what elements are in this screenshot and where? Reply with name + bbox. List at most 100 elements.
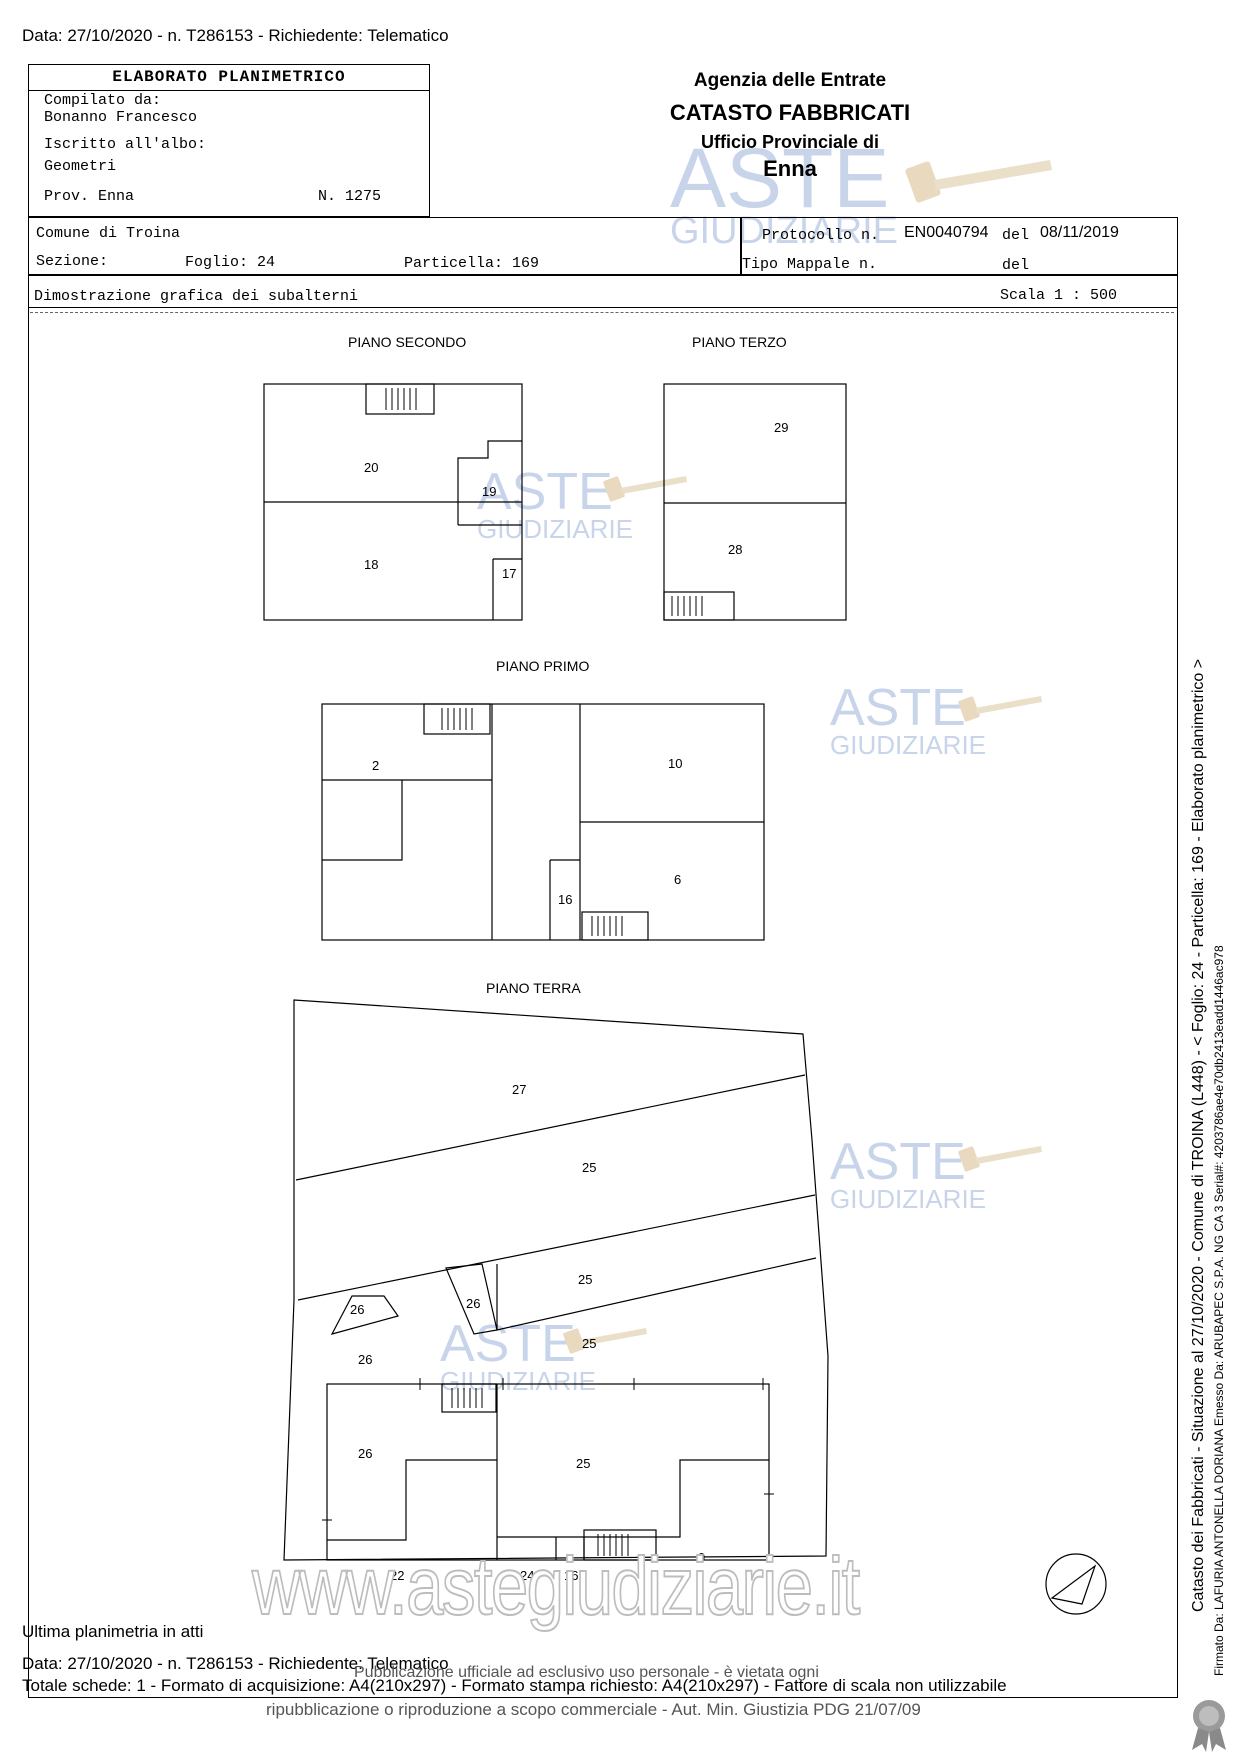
room-number: 25 — [576, 1456, 591, 1471]
info-box — [28, 217, 1178, 275]
watermark-giudiziarie-text: GIUDIZIARIE — [477, 514, 634, 544]
room-number: 26 — [350, 1302, 365, 1317]
plan-terra-wall — [496, 1257, 817, 1331]
dimostrazione-row — [28, 275, 1178, 308]
catasto-title: CATASTO FABBRICATI — [669, 100, 911, 125]
room-number: 10 — [668, 756, 683, 771]
plan-secondo-wall — [457, 440, 522, 525]
protocollo-value: EN0040794 — [904, 224, 989, 241]
room-number: 27 — [512, 1082, 527, 1097]
stair-hatch-terzo — [671, 596, 703, 616]
room-number: 6 — [674, 872, 682, 887]
compilato-name: Bonanno Francesco — [44, 109, 198, 126]
tipo-mappale-label: Tipo Mappale n. — [742, 256, 878, 273]
plan-primo-wall — [322, 780, 403, 861]
iscritto-label: Iscritto all'albo: — [44, 136, 207, 153]
dimostrazione-label: Dimostrazione grafica dei subalterni — [34, 288, 359, 305]
room-number: 9 — [698, 1550, 706, 1565]
comune: Comune di Troina — [36, 225, 181, 242]
watermark-aste-4: ASTE GIUDIZIARIE — [830, 1136, 987, 1214]
drawing-frame-dashed-top — [30, 312, 1174, 313]
room-number: 16 — [564, 1568, 579, 1583]
watermark-site: www.astegiudiziarie.it — [251, 1540, 861, 1633]
stair-primo-top — [423, 703, 491, 735]
ufficio-city: Enna — [763, 156, 817, 181]
footer-date-line: Data: 27/10/2020 - n. T286153 - Richiede… — [22, 1654, 449, 1673]
sidebar-catasto-line: Catasto dei Fabbricati - Situazione al 2… — [1190, 658, 1207, 1612]
info-vertical-divider — [740, 217, 742, 275]
stair-primo-bottom — [581, 911, 649, 941]
compilato-label: Compilato da: — [44, 92, 162, 109]
room-number: 29 — [774, 420, 789, 435]
gavel-icon — [563, 1328, 647, 1354]
stair-hatch-terra-top — [451, 1388, 483, 1408]
room-number: 26 — [358, 1352, 373, 1367]
plan-terra-wall — [327, 1459, 497, 1541]
watermark-aste-3: ASTE GIUDIZIARIE — [830, 679, 987, 760]
protocollo-del-label: del — [1002, 227, 1030, 244]
watermark-aste-1: ASTE GIUDIZIARIE — [670, 136, 899, 252]
watermark-giudiziarie-text: GIUDIZIARIE — [830, 730, 987, 760]
room-number: 26 — [466, 1296, 481, 1311]
plan-label-terra: PIANO TERRA — [486, 980, 581, 996]
plan-terra-outline — [283, 999, 829, 1561]
stair-hatch-terra-bottom — [597, 1534, 629, 1556]
header-date-line: Data: 27/10/2020 - n. T286153 - Richiede… — [22, 26, 449, 45]
stair-hatch-secondo — [385, 388, 417, 410]
watermark-aste-2: ASTE GIUDIZIARIE — [477, 463, 634, 544]
stair-terra-bottom — [583, 1529, 657, 1561]
stair-hatch-primo-top — [441, 708, 473, 730]
gavel-icon — [603, 476, 687, 502]
plan-terra-wall — [445, 1263, 498, 1335]
scala: Scala 1 : 500 — [1000, 287, 1118, 304]
sezione: Sezione: — [36, 253, 109, 270]
tipo-mappale-del-label: del — [1002, 257, 1030, 274]
gavel-icon — [958, 696, 1042, 722]
room-number: 16 — [558, 892, 573, 907]
albo-value: Geometri — [44, 158, 117, 175]
terra-tick-marks — [322, 1378, 774, 1521]
watermark-aste-5: ASTE GIUDIZIARIE — [440, 1315, 597, 1396]
watermark-giudiziarie-text: GIUDIZIARIE — [670, 210, 899, 252]
room-number: 19 — [482, 484, 497, 499]
stair-terzo — [663, 591, 735, 621]
room-number: 17 — [502, 566, 517, 581]
footer-pubblicazione: Pubblicazione ufficiale ad esclusivo uso… — [354, 1664, 819, 1681]
gavel-icon — [905, 160, 1052, 203]
gavel-icon — [958, 1146, 1042, 1172]
north-arrow-icon — [1050, 1564, 1097, 1605]
elaborato-title: ELABORATO PLANIMETRICO — [28, 64, 430, 91]
seal-icon — [1192, 1700, 1226, 1752]
protocollo-label: Protocollo n. — [762, 227, 880, 244]
room-number: 28 — [728, 542, 743, 557]
plan-terra-wall — [297, 1194, 816, 1301]
plan-label-secondo: PIANO SECONDO — [348, 334, 467, 350]
plan-label-primo: PIANO PRIMO — [496, 658, 590, 674]
room-number: 24 — [520, 1568, 535, 1583]
room-number: 25 — [582, 1160, 597, 1175]
watermark-aste-text: ASTE — [440, 1315, 576, 1373]
watermark-giudiziarie-text: GIUDIZIARIE — [440, 1366, 597, 1396]
ufficio-provinciale: Ufficio Provinciale di — [700, 132, 880, 152]
particella: Particella: 169 — [404, 255, 540, 272]
sidebar-signature-line: Firmato Da: LAFURIA ANTONELLA DORIANA Em… — [1212, 945, 1226, 1676]
room-number: 25 — [582, 1336, 597, 1351]
room-number: 2 — [372, 758, 380, 773]
protocollo-date: 08/11/2019 — [1040, 224, 1119, 241]
provincia: Prov. Enna — [44, 188, 135, 205]
elaborato-box — [28, 64, 430, 217]
watermark-giudiziarie-text: GIUDIZIARIE — [830, 1184, 987, 1214]
plan-terra-wall — [497, 1459, 769, 1538]
agency-name: Agenzia delle Entrate — [693, 70, 887, 91]
drawing-frame — [28, 308, 1178, 1698]
plan-terra-wall — [330, 1295, 399, 1335]
stair-hatch-primo-bottom — [591, 916, 623, 936]
watermark-aste-text: ASTE — [477, 463, 613, 521]
watermark-aste-text: ASTE — [830, 679, 966, 737]
north-arrow-circle — [1045, 1553, 1107, 1615]
plan-terzo-outline — [663, 383, 847, 621]
room-number: 20 — [364, 460, 379, 475]
ultima-planimetria: Ultima planimetria in atti — [22, 1622, 204, 1641]
plan-terra-wall — [295, 1074, 806, 1181]
